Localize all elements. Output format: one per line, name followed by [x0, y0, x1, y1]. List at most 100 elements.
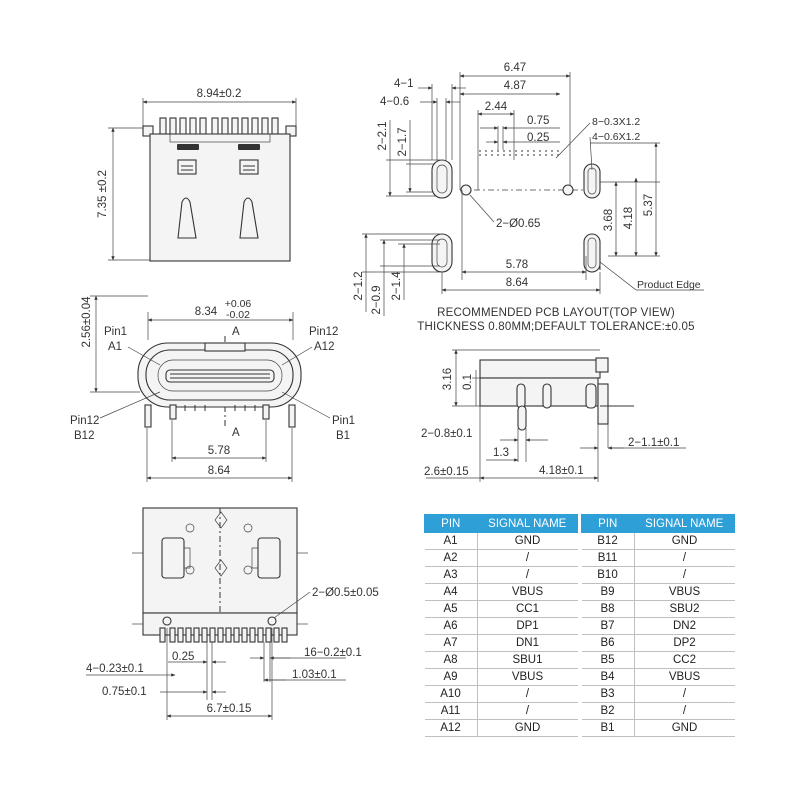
bottom-pin-row [159, 627, 288, 643]
pcb-dim-2-12: 2−1.2 [353, 271, 365, 300]
pcb-caption-line1: RECOMMENDED PCB LAYOUT(TOP VIEW) [437, 307, 675, 319]
signal-cell: GND [477, 719, 578, 737]
pcb-dim-244: 2.44 [485, 101, 508, 113]
pcb-dim-647: 6.47 [504, 62, 526, 74]
table-row: A3/ [424, 566, 578, 584]
pin-cell: B4 [581, 668, 635, 686]
pin-cell: B10 [581, 566, 635, 584]
front-tol-minus: -0.02 [226, 309, 250, 321]
signal-cell: VBUS [477, 668, 578, 686]
front-width-dim: 8.34 [195, 306, 218, 318]
signal-cell: VBUS [477, 583, 578, 601]
signal-header-a: SIGNAL NAME [476, 514, 578, 533]
bottom-hole-note: 2−Ø0.5±0.05 [312, 587, 379, 599]
bottom-dim-16: 16−0.2±0.1 [304, 647, 362, 659]
a12-label: A12 [314, 341, 334, 353]
pcb-caption-line2: THICKNESS 0.80MM;DEFAULT TOLERANCE:±0.05 [417, 321, 694, 333]
signal-cell: / [634, 702, 735, 720]
pin-cell: A10 [424, 685, 478, 703]
pcb-dim-418: 4.18 [623, 207, 635, 229]
pin-cell: A8 [424, 651, 478, 669]
bottom-dim-075: 0.75±0.1 [102, 686, 147, 698]
pin12-top-label: Pin12 [309, 326, 338, 338]
pcb-dim-2-21: 2−2.1 [377, 121, 389, 150]
pcb-dim-2-09: 2−0.9 [371, 285, 383, 314]
front-tol-plus: +0.06 [225, 298, 252, 310]
table-row: B10/ [581, 566, 735, 584]
top-view: 8.94±0.2 7.35 ±0.2 [97, 88, 297, 262]
pcb-dim-4-1: 4−1 [394, 78, 414, 90]
pin-header-a: PIN [424, 514, 478, 533]
pin-cell: B1 [581, 719, 635, 737]
signal-cell: CC2 [634, 651, 735, 669]
pin-cell: A3 [424, 566, 478, 584]
pcb-dim-025: 0.25 [527, 132, 549, 144]
signal-cell: / [634, 549, 735, 567]
table-row: A2/ [424, 549, 578, 567]
side-dim-316: 3.16 [442, 368, 454, 390]
side-view: 3.16 0.1 2−0.8±0.1 1.3 2−1.1±0.1 2.6±0.1… [421, 349, 686, 482]
pin-cell: B8 [581, 600, 635, 618]
pcb-layout: 6.47 4.87 2.44 0.75 0.25 4−1 4−0.6 2−2.1 [353, 62, 704, 333]
side-dim-2-08: 2−0.8±0.1 [421, 428, 472, 440]
side-dim-01: 0.1 [462, 374, 474, 390]
pin-cell: B6 [581, 634, 635, 652]
pcb-dim-487: 4.87 [504, 80, 526, 92]
table-row: B3/ [581, 685, 735, 703]
pcb-slot-4: 4−0.6X1.2 [592, 131, 640, 143]
pcb-dim-537: 5.37 [643, 194, 655, 216]
signal-cell: / [477, 702, 578, 720]
side-dim-2-11: 2−1.1±0.1 [628, 437, 679, 449]
side-dim-418: 4.18±0.1 [539, 465, 584, 477]
pcb-dim-864: 8.64 [506, 277, 529, 289]
pin-cell: A9 [424, 668, 478, 686]
signal-cell: DN2 [634, 617, 735, 635]
signal-cell: / [477, 566, 578, 584]
top-pin-row [159, 117, 279, 135]
signal-cell: DP1 [477, 617, 578, 635]
front-dim-864: 8.64 [208, 465, 231, 477]
signal-cell: DN1 [477, 634, 578, 652]
bottom-dim-4-023: 4−0.23±0.1 [86, 663, 144, 675]
b12-label: B12 [74, 430, 94, 442]
signal-cell: / [634, 685, 735, 703]
pin-cell: A12 [424, 719, 478, 737]
pin-cell: A7 [424, 634, 478, 652]
pin-cell: A1 [424, 532, 478, 550]
pin-cell: B5 [581, 651, 635, 669]
pin12-bottom-label: Pin12 [70, 415, 99, 427]
signal-cell: GND [634, 719, 735, 737]
bottom-view: 2−Ø0.5±0.05 6.7±0.15 0.25 4−0.23±0.1 0.7… [86, 507, 379, 720]
a1-label: A1 [108, 341, 122, 353]
signal-cell: / [477, 549, 578, 567]
signal-cell: GND [634, 532, 735, 550]
pin-cell: B12 [581, 532, 635, 550]
signal-cell: DP2 [634, 634, 735, 652]
pcb-dim-2-14: 2−1.4 [391, 271, 403, 301]
front-dim-578: 5.78 [208, 445, 230, 457]
product-edge-label: Product Edge [637, 279, 701, 291]
signal-cell: / [477, 685, 578, 703]
bottom-dim-67: 6.7±0.15 [207, 703, 252, 715]
section-mark-top: A [232, 326, 240, 338]
pcb-dim-2-17: 2−1.7 [397, 127, 409, 156]
table-row: B2/ [581, 702, 735, 720]
signal-cell: SBU1 [477, 651, 578, 669]
